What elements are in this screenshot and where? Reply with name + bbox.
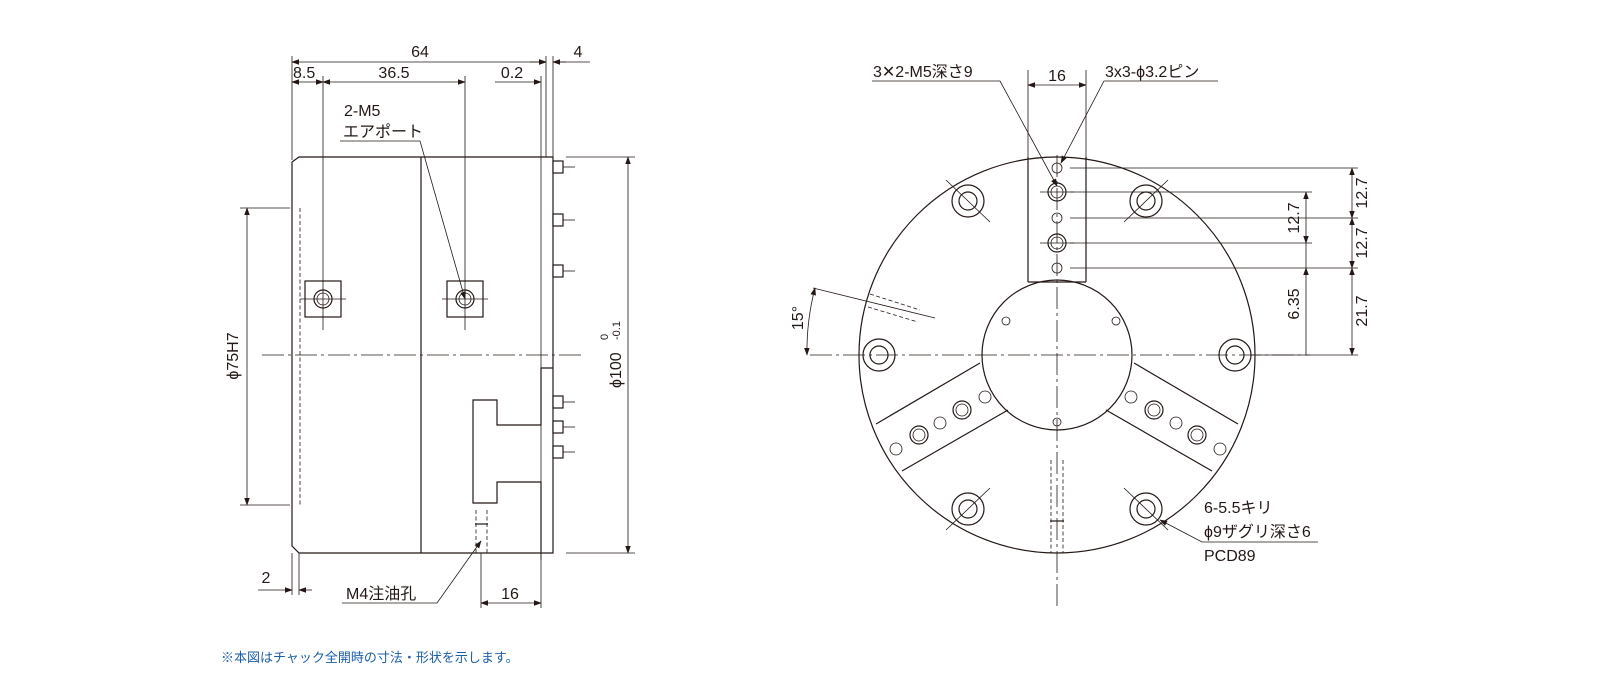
outer-dia-tol-upper: 0 [599, 334, 611, 340]
dim-left: 8.5 [293, 65, 315, 82]
footnote: ※本図はチャック全開時の寸法・形状を示します。 [221, 650, 519, 665]
dim-offset: 6.35 [1286, 288, 1303, 319]
jaw-holes [889, 162, 1227, 456]
dim-inner: 12.7 [1286, 202, 1303, 233]
outer-dia-label: ϕ100 [608, 352, 625, 388]
dim-pitch-b: 12.7 [1354, 227, 1371, 258]
holes-label-line1: 6-5.5キリ [1204, 500, 1272, 517]
side-pins [552, 160, 575, 459]
bore-dim-label: ϕ75H7 [225, 332, 242, 379]
dim-pitch-a: 12.7 [1354, 177, 1371, 208]
dim-plate: 4 [574, 44, 583, 61]
front-dimension-labels: 3✕2-M5深さ9 16 3x3-ϕ3.2ピン 12.7 12.7 21.7 1… [790, 63, 1371, 565]
air-port-holes [300, 280, 488, 318]
oil-hole-hidden [812, 287, 1064, 553]
dim-total: 64 [411, 44, 429, 61]
pin-label: 3x3-ϕ3.2ピン [1105, 64, 1199, 81]
dim-gap: 0.2 [501, 65, 523, 82]
outer-dia-tol-lower: -0.1 [611, 321, 623, 340]
side-dimension-labels: 64 8.5 36.5 0.2 4 2-M5 エアポート ϕ75H7 ϕ100 … [225, 44, 625, 603]
air-port-label-line1: 2-M5 [344, 103, 381, 120]
dim-oil: 16 [501, 586, 519, 603]
dim-center: 21.7 [1354, 295, 1371, 326]
side-dimension-lines [240, 56, 635, 608]
center-small-holes [1001, 316, 1121, 427]
jaw-slots [875, 157, 1239, 472]
dim-width: 16 [1048, 68, 1066, 85]
dim-step: 2 [262, 570, 271, 587]
oil-hole-label: M4注油孔 [346, 585, 416, 603]
outer-dia-dim: ϕ100 0 -0.1 [599, 321, 625, 388]
holes-label-line3: PCD89 [1204, 548, 1256, 565]
front-dimension-lines [804, 70, 1358, 543]
air-port-label-line2: エアポート [343, 123, 423, 141]
front-view: 3✕2-M5深さ9 16 3x3-ϕ3.2ピン 12.7 12.7 21.7 1… [790, 63, 1371, 610]
side-view: 64 8.5 36.5 0.2 4 2-M5 エアポート ϕ75H7 ϕ100 … [225, 44, 635, 608]
angle-label: 15° [790, 306, 807, 330]
dim-mid: 36.5 [378, 65, 409, 82]
holes-label-line2: ϕ9ザグリ深さ6 [1204, 523, 1311, 541]
tap-label: 3✕2-M5深さ9 [873, 63, 973, 81]
